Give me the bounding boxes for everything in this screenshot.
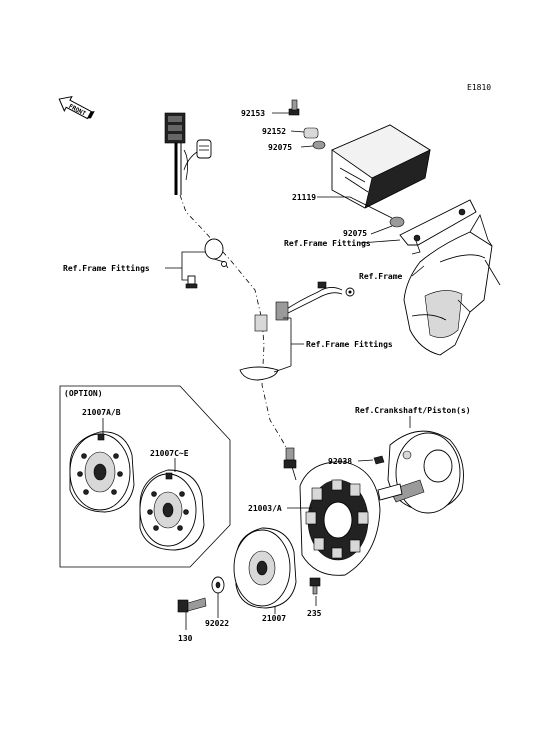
label-92038: 92038 bbox=[328, 457, 352, 466]
flywheel-21007ab bbox=[69, 431, 135, 513]
flywheel-21007ce bbox=[139, 469, 205, 551]
front-arrow-icon: FRONT bbox=[58, 96, 95, 120]
label-21007ab: 21007A/B bbox=[82, 408, 121, 417]
label-235: 235 bbox=[307, 609, 322, 618]
label-ref-frame-fittings-right: Ref.Frame Fittings bbox=[284, 238, 371, 248]
label-92075-top: 92075 bbox=[268, 143, 292, 152]
label-21003a: 21003/A bbox=[248, 504, 282, 513]
frame-bracket bbox=[399, 199, 477, 255]
leader-lines bbox=[102, 112, 425, 630]
band-strap bbox=[239, 366, 279, 381]
label-92153: 92153 bbox=[241, 109, 265, 118]
pickup-lead bbox=[283, 447, 297, 469]
damper-92075-top bbox=[312, 140, 326, 150]
clamp-bolt bbox=[185, 275, 198, 289]
flywheel-21007 bbox=[233, 527, 297, 609]
label-ref-frame: Ref.Frame bbox=[359, 272, 403, 281]
label-21007ce: 21007C~E bbox=[150, 449, 189, 458]
label-92075-bottom: 92075 bbox=[343, 229, 367, 238]
damper-92075-bottom bbox=[389, 216, 405, 228]
washer-92022 bbox=[211, 576, 225, 594]
label-21007: 21007 bbox=[262, 614, 286, 623]
screw-235 bbox=[309, 577, 321, 595]
crankcase bbox=[377, 430, 464, 514]
label-ref-crankshaft: Ref.Crankshaft/Piston(s) bbox=[355, 405, 471, 415]
label-ref-frame-fittings-mid: Ref.Frame Fittings bbox=[306, 339, 393, 349]
collar-92152 bbox=[303, 127, 319, 139]
option-label: (OPTION) bbox=[64, 389, 103, 398]
wire-route bbox=[179, 194, 293, 459]
diagram-code: E1810 bbox=[467, 83, 491, 92]
cdi-unit bbox=[331, 124, 431, 209]
wire-harness-connector bbox=[164, 112, 212, 195]
label-21119: 21119 bbox=[292, 193, 316, 202]
frame bbox=[403, 214, 501, 356]
label-92152: 92152 bbox=[262, 127, 286, 136]
bolt-130 bbox=[177, 597, 207, 613]
wire-clamp bbox=[204, 238, 229, 269]
key-92038 bbox=[373, 455, 385, 465]
bolt-92153 bbox=[288, 99, 300, 116]
label-ref-frame-fittings-left: Ref.Frame Fittings bbox=[63, 263, 150, 273]
ground-lead bbox=[254, 281, 355, 332]
label-92022: 92022 bbox=[205, 619, 229, 628]
option-box: (OPTION) bbox=[59, 385, 231, 568]
label-130: 130 bbox=[178, 634, 193, 643]
stator-21003a bbox=[289, 459, 381, 576]
